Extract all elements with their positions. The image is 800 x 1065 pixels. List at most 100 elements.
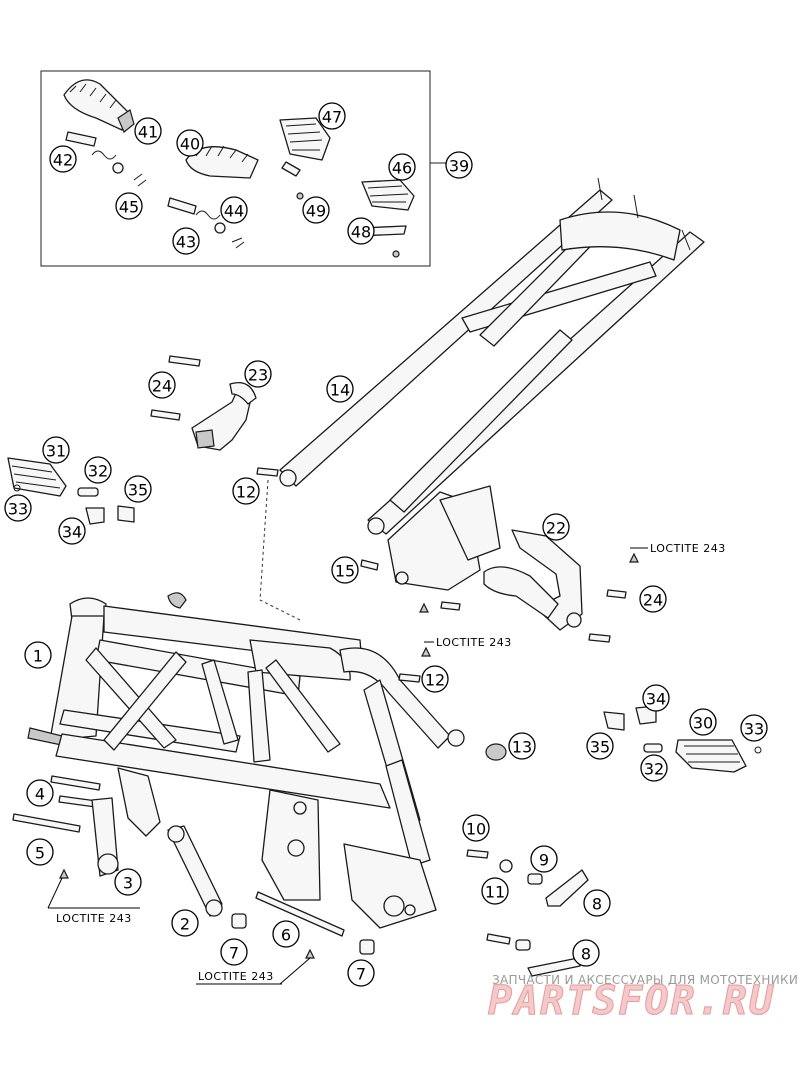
callout-number: 23 <box>248 366 268 385</box>
callout-number: 9 <box>539 851 549 870</box>
callout-6: 6 <box>272 920 300 948</box>
callout-circle <box>462 814 490 842</box>
subframe-part <box>279 177 705 591</box>
callout-7: 7 <box>220 938 248 966</box>
svg-text:LOCTITE 243: LOCTITE 243 <box>436 636 512 649</box>
callout-33: 33 <box>740 714 768 742</box>
callout-12: 12 <box>232 477 260 505</box>
callout-circle <box>542 513 570 541</box>
callout-number: 3 <box>123 874 133 893</box>
callout-number: 1 <box>33 647 43 666</box>
callout-number: 35 <box>128 481 148 500</box>
callout-circle <box>572 939 600 967</box>
callout-circle <box>220 196 248 224</box>
callout-number: 2 <box>180 915 190 934</box>
callout-number: 22 <box>546 519 566 538</box>
callout-43: 43 <box>172 227 200 255</box>
callout-circle <box>220 938 248 966</box>
callout-circle <box>172 227 200 255</box>
loctite-note-1: LOCTITE 243 <box>630 542 725 555</box>
right-footpeg-part <box>675 739 747 773</box>
callout-22: 22 <box>542 513 570 541</box>
callout-41: 41 <box>134 117 162 145</box>
callout-number: 33 <box>8 500 28 519</box>
callout-circle <box>388 153 416 181</box>
callout-circle <box>244 360 272 388</box>
callout-30: 30 <box>689 708 717 736</box>
callout-4: 4 <box>26 779 54 807</box>
callout-number: 8 <box>581 945 591 964</box>
svg-text:LOCTITE 243: LOCTITE 243 <box>56 912 132 925</box>
callout-number: 32 <box>644 760 664 779</box>
callout-circle <box>640 754 668 782</box>
callout-circle <box>26 838 54 866</box>
callout-number: 15 <box>335 562 355 581</box>
callout-circle <box>49 145 77 173</box>
callout-24: 24 <box>148 371 176 399</box>
svg-text:ЗАПЧАСТИ И АКСЕССУАРЫ ДЛЯ МОТО: ЗАПЧАСТИ И АКСЕССУАРЫ ДЛЯ МОТОТЕХНИКИ <box>492 973 798 987</box>
callout-number: 31 <box>46 442 66 461</box>
callout-14: 14 <box>326 375 354 403</box>
callout-number: 49 <box>306 202 326 221</box>
callout-2: 2 <box>171 909 199 937</box>
callout-8: 8 <box>583 889 611 917</box>
svg-text:LOCTITE 243: LOCTITE 243 <box>198 970 274 983</box>
left-footpeg-part <box>7 457 67 497</box>
callout-39: 39 <box>445 151 473 179</box>
callout-number: 32 <box>88 462 108 481</box>
rear-bracket-part <box>483 529 583 631</box>
callout-circle <box>347 217 375 245</box>
callout-number: 24 <box>152 377 172 396</box>
callout-44: 44 <box>220 196 248 224</box>
callout-number: 41 <box>138 123 158 142</box>
callout-40: 40 <box>176 129 204 157</box>
callout-circle <box>84 456 112 484</box>
callout-3: 3 <box>114 868 142 896</box>
callout-24: 24 <box>639 585 667 613</box>
callout-circle <box>114 868 142 896</box>
callout-circle <box>42 436 70 464</box>
callout-circle <box>176 129 204 157</box>
callout-number: 42 <box>53 151 73 170</box>
callout-circle <box>740 714 768 742</box>
callout-number: 34 <box>646 690 666 709</box>
callout-47: 47 <box>318 102 346 130</box>
callout-circle <box>642 684 670 712</box>
callout-circle <box>171 909 199 937</box>
callout-circle <box>148 371 176 399</box>
callout-number: 34 <box>62 523 82 542</box>
callout-number: 47 <box>322 108 342 127</box>
callout-circle <box>318 102 346 130</box>
callout-circle <box>508 732 536 760</box>
callout-35: 35 <box>586 732 614 760</box>
callout-circle <box>586 732 614 760</box>
callout-circle <box>689 708 717 736</box>
callout-circle <box>347 959 375 987</box>
callout-46: 46 <box>388 153 416 181</box>
callout-circle <box>481 877 509 905</box>
rubber-pad-part <box>361 179 415 211</box>
callout-number: 30 <box>693 714 713 733</box>
callout-number: 45 <box>119 198 139 217</box>
callout-7: 7 <box>347 959 375 987</box>
callout-48: 48 <box>347 217 375 245</box>
footpeg-kit-inset <box>40 70 447 267</box>
bracket-part <box>191 381 257 451</box>
main-frame-part <box>27 592 465 929</box>
callout-45: 45 <box>115 192 143 220</box>
callout-number: 14 <box>330 381 350 400</box>
callout-number: 4 <box>35 785 45 804</box>
callout-number: 40 <box>180 135 200 154</box>
callout-circle <box>530 845 558 873</box>
callout-number: 8 <box>592 895 602 914</box>
callout-8: 8 <box>572 939 600 967</box>
callout-circle <box>302 196 330 224</box>
callout-circle <box>583 889 611 917</box>
callout-49: 49 <box>302 196 330 224</box>
shift-lever-part <box>527 957 581 977</box>
callout-circle <box>24 641 52 669</box>
callout-circle <box>115 192 143 220</box>
callout-number: 5 <box>35 844 45 863</box>
